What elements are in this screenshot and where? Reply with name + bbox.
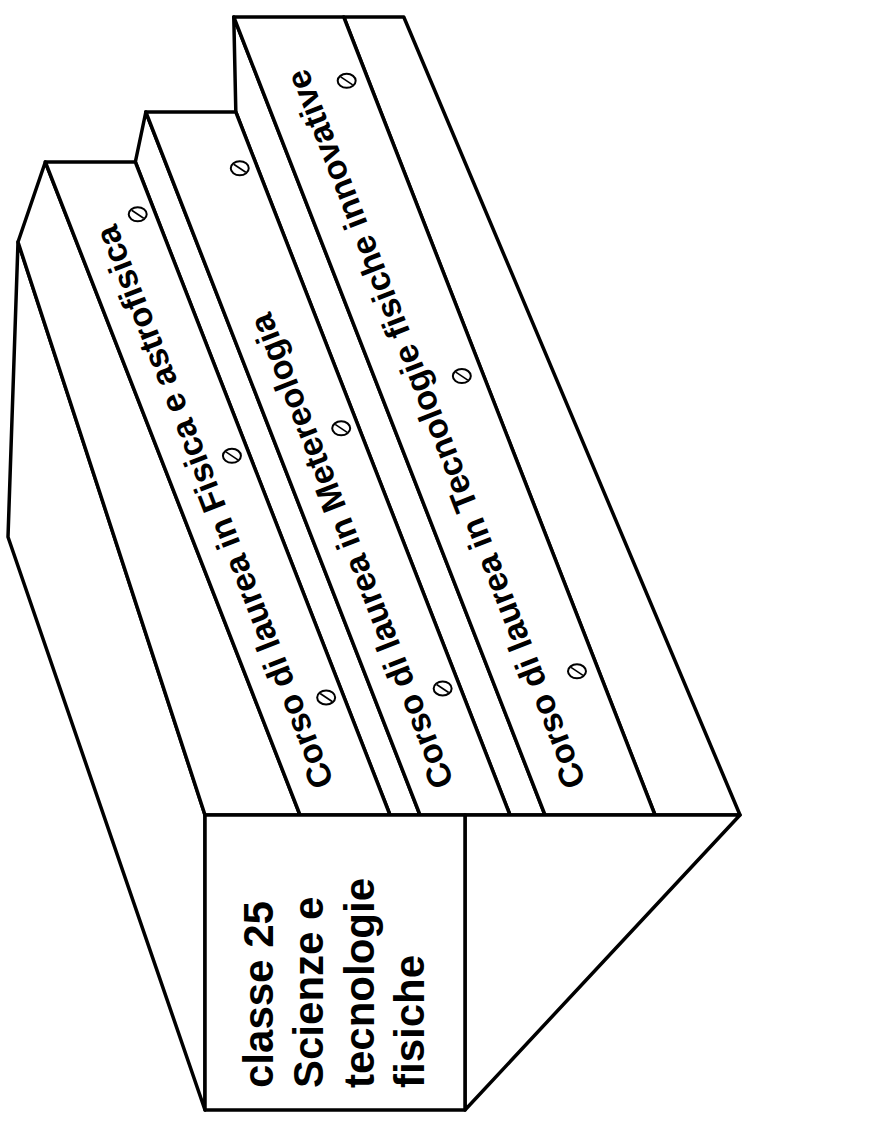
block-lower-face [465,815,740,1110]
screw-slot [226,452,238,460]
screw-slot [132,210,144,218]
screw-slot [320,693,332,701]
screw-head [317,690,335,704]
screw-head [231,161,249,175]
screw-slot [571,667,583,675]
screw-slot [234,164,246,172]
screw-slot [456,372,468,380]
class-title: Scienze e tecnologie fisiche [284,833,435,1088]
screw-head [332,421,350,435]
screw-slot [335,424,347,432]
screw-head [453,369,471,383]
class-number: classe 25 [234,833,284,1088]
screw-head [129,207,147,221]
screw-head [338,74,356,88]
block-front-face [205,815,465,1110]
screw-head [568,664,586,678]
screw-head [223,449,241,463]
screw-slot [341,77,353,85]
screw-slot [437,684,449,692]
screw-head [434,681,452,695]
class-box: classe 25Scienze e tecnologie fisiche [234,833,436,1088]
